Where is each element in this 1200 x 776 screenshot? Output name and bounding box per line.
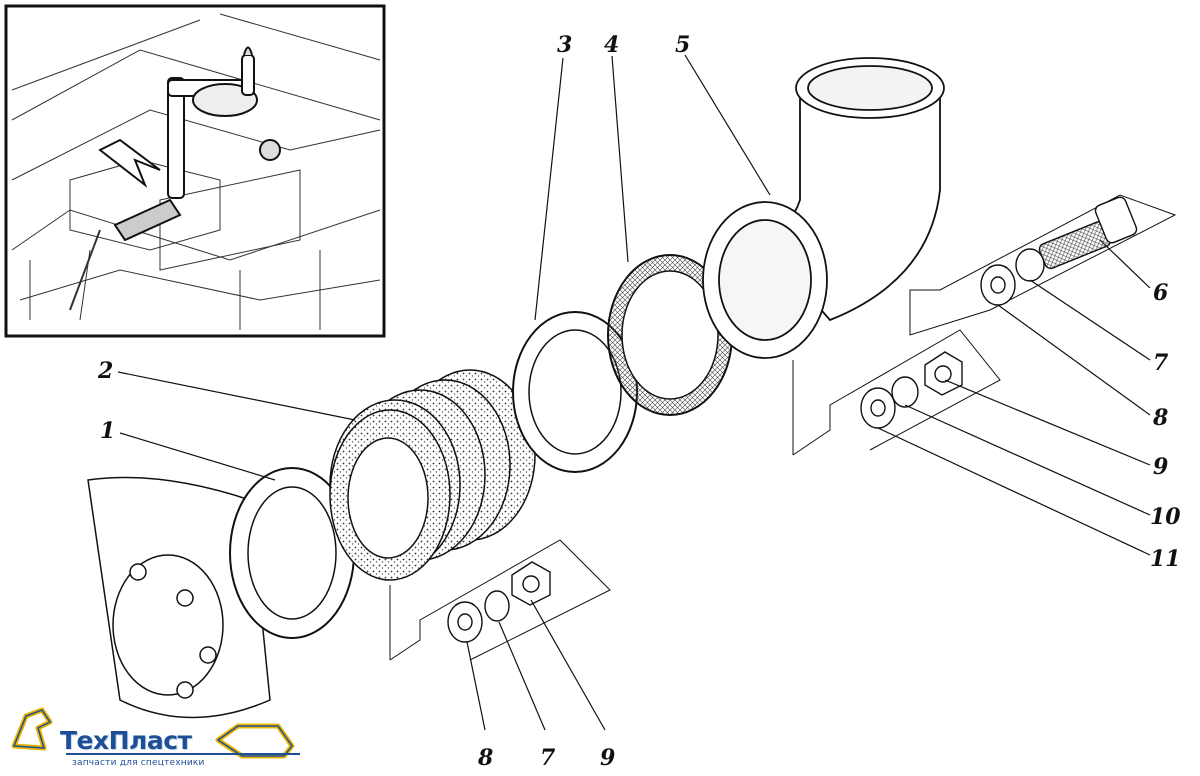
brand-tagline: запчасти для спецтехники	[72, 758, 205, 768]
inset-pointer-arrow	[98, 138, 161, 189]
fastener-group-nut	[792, 329, 1001, 456]
callout-4: 4	[604, 32, 619, 58]
callout-2: 2	[97, 358, 113, 384]
excavator-arm-icon	[11, 707, 300, 759]
bellows-compensator	[329, 369, 536, 581]
callout-9-lower: 9	[600, 745, 615, 771]
callout-10: 10	[1150, 504, 1181, 530]
mounting-plate	[87, 476, 271, 719]
inset-pipe-assembly	[113, 46, 281, 242]
brand-name: ТехПласт	[60, 726, 192, 755]
leader-lines	[117, 54, 1151, 731]
gasket-1	[229, 467, 355, 639]
fastener-group-bolt	[909, 194, 1177, 336]
fastener-group-lower	[389, 539, 611, 661]
callout-7-upper: 7	[1153, 350, 1169, 376]
callout-numbers: 1 2 3 4 5 6 7 8 9 10 11 8 7 9	[97, 32, 1181, 771]
callout-5: 5	[675, 32, 690, 58]
brand-logo: ТехПласт запчасти для спецтехники	[8, 706, 308, 772]
callout-9-upper: 9	[1153, 454, 1168, 480]
flange-gasket-4	[607, 254, 733, 416]
callout-1: 1	[100, 418, 115, 444]
callout-6: 6	[1153, 280, 1168, 306]
callout-11: 11	[1150, 546, 1181, 572]
callout-3: 3	[557, 32, 572, 58]
inset-location-view	[4, 4, 386, 338]
elbow-pipe	[702, 57, 945, 359]
callout-8-upper: 8	[1152, 405, 1168, 431]
flange-gasket-3	[512, 311, 638, 473]
callout-8-lower: 8	[477, 745, 493, 771]
callout-7-lower: 7	[540, 745, 556, 771]
